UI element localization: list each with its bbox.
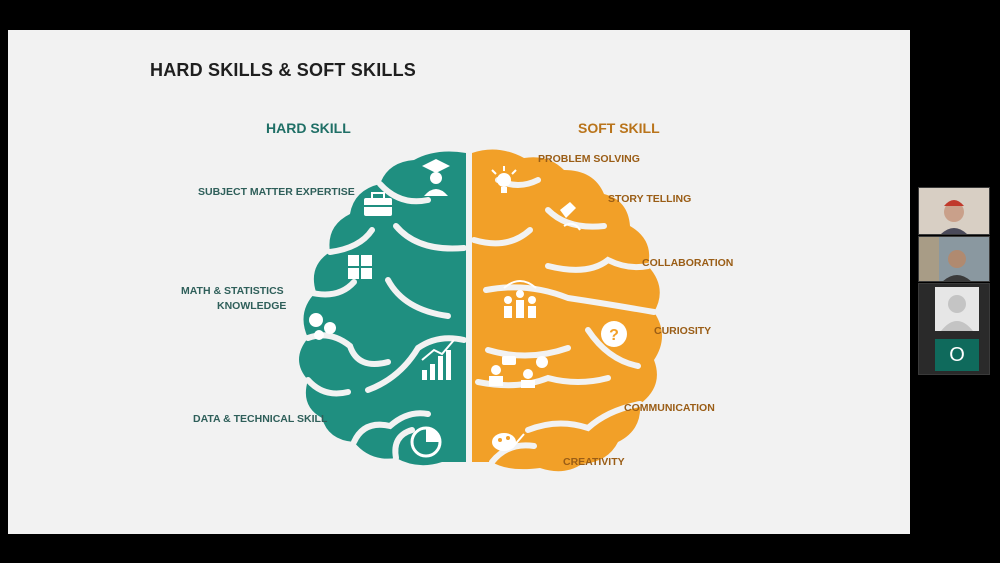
slide-title: HARD SKILLS & SOFT SKILLS — [150, 60, 416, 80]
brain-illustration: ? — [299, 149, 662, 472]
lightbulb-icon — [491, 166, 517, 193]
left-hemisphere — [299, 151, 466, 466]
presentation-slide: HARD SKILLS & SOFT SKILLS HARD SKILL SOF… — [8, 30, 910, 534]
left-folds — [305, 181, 467, 461]
pen-icon — [560, 202, 581, 231]
participant-face-icon — [919, 188, 989, 234]
self-initial-badge: O — [935, 339, 979, 371]
participant-video-1[interactable] — [918, 187, 990, 235]
right-folds — [471, 177, 657, 465]
pie-chart-icon — [410, 426, 442, 458]
palette-icon — [492, 433, 525, 451]
participant-face-icon — [919, 237, 989, 281]
label-collaboration: COLLABORATION — [642, 257, 734, 269]
svg-text:?: ? — [609, 327, 619, 344]
label-story-telling: STORY TELLING — [608, 193, 692, 205]
participant-video-2[interactable] — [918, 236, 990, 282]
chat-icon — [489, 356, 548, 388]
self-view-tile[interactable]: O — [918, 283, 990, 375]
label-subject-matter-expertise: SUBJECT MATTER EXPERTISE — [198, 186, 355, 198]
graduation-cap-icon — [422, 159, 450, 196]
briefcase-icon — [364, 192, 392, 216]
question-icon: ? — [601, 321, 627, 347]
label-data-technical-skill: DATA & TECHNICAL SKILL — [193, 413, 328, 425]
soft-skill-heading: SOFT SKILL — [578, 120, 660, 136]
gears-icon — [309, 313, 336, 340]
label-curiosity: CURIOSITY — [654, 325, 712, 337]
user-placeholder-icon — [941, 295, 973, 331]
right-hemisphere — [472, 149, 662, 472]
label-knowledge: KNOWLEDGE — [217, 300, 287, 312]
label-problem-solving: PROBLEM SOLVING — [538, 153, 640, 165]
avatar — [935, 287, 979, 331]
label-math-statistics: MATH & STATISTICS — [181, 285, 284, 297]
calculator-icon — [348, 255, 372, 279]
team-icon — [503, 280, 537, 318]
hard-skill-heading: HARD SKILL — [266, 120, 351, 136]
label-communication: COMMUNICATION — [624, 402, 715, 414]
label-creativity: CREATIVITY — [563, 456, 625, 468]
bar-chart-icon — [421, 339, 455, 380]
